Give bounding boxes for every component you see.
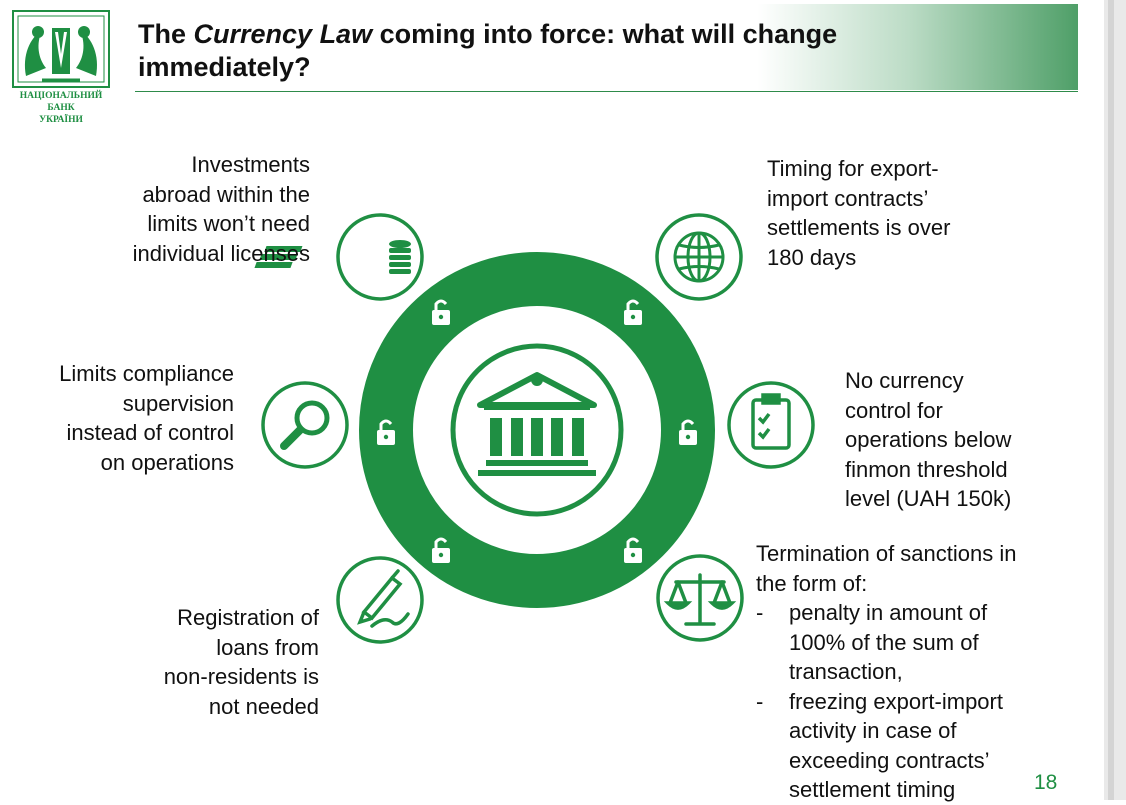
bullet-line: penalty in amount of — [789, 600, 988, 625]
checklist-clipboard-icon — [751, 393, 791, 450]
limits-line: Limits compliance — [59, 361, 234, 386]
limits-icon-circle — [261, 381, 349, 469]
logo-caption: НАЦІОНАЛЬНИЙ БАНК УКРАЇНИ — [2, 90, 120, 126]
open-padlock-icon — [432, 299, 450, 325]
open-padlock-icon — [377, 419, 395, 445]
sanctions-intro-line: the form of: — [756, 570, 868, 596]
investments-line: Investments — [191, 152, 310, 177]
investments-line: abroad within the — [142, 181, 310, 207]
pen-signature-icon — [357, 569, 410, 628]
no-control-line: control for — [845, 397, 943, 423]
bullet-line: activity in case of — [789, 718, 957, 743]
no-control-line: finmon threshold — [845, 456, 1008, 482]
registration-line: not needed — [208, 693, 319, 719]
registration-icon-circle — [336, 556, 424, 644]
no-control-line: operations below — [845, 427, 1012, 452]
limits-line: on operations — [100, 449, 234, 475]
bullet-line: freezing export-import — [789, 688, 1003, 714]
bullet-dash: - — [756, 688, 764, 714]
page-title: The Currency Law coming into force: what… — [138, 18, 918, 84]
investments-icon-circle — [336, 213, 424, 301]
registration-line: loans from — [216, 634, 319, 660]
money-stack-icon — [254, 240, 411, 274]
timing-line: 180 days — [767, 244, 857, 270]
timing-line: import contracts’ — [767, 185, 929, 211]
bullet-line: settlement timing — [789, 777, 956, 802]
title-text-end: coming into force: what will change imme… — [138, 19, 838, 82]
timing-line: Timing for export- — [767, 156, 939, 181]
sanctions-list: - penalty in amount of 100% of the sum o… — [756, 598, 1076, 805]
nbu-logo-emblem — [12, 10, 110, 88]
open-padlock-icon — [624, 537, 642, 563]
limits-line: instead of control — [66, 420, 234, 445]
limits-line: supervision — [122, 390, 234, 416]
scrollbar-track[interactable] — [1108, 0, 1114, 800]
ring-locks — [377, 299, 697, 563]
registration-text: Registration of loans from non-residents… — [100, 603, 319, 721]
logo-line-2: БАНК — [47, 103, 75, 113]
page-number: 18 — [1034, 771, 1058, 794]
open-padlock-icon — [679, 419, 697, 445]
scales-icon — [663, 573, 737, 626]
registration-line: non-residents is — [163, 664, 319, 689]
timing-line: settlements is over — [767, 215, 951, 240]
no-control-line: level (UAH 150k) — [845, 486, 1012, 511]
bullet-line: transaction, — [789, 659, 903, 684]
registration-line: Registration of — [177, 605, 319, 630]
sanctions-bullet: - penalty in amount of 100% of the sum o… — [756, 598, 1076, 687]
title-italic-text: Currency Law — [193, 19, 373, 49]
sanctions-text: Termination of sanctions in the form of:… — [756, 539, 1076, 805]
magnifier-icon — [280, 400, 330, 450]
header-gradient-band — [135, 4, 1078, 90]
header-divider — [135, 91, 1078, 92]
logo-line-1: НАЦІОНАЛЬНИЙ — [19, 91, 103, 101]
timing-text: Timing for export- import contracts’ set… — [767, 154, 1047, 272]
open-padlock-icon — [624, 299, 642, 325]
title-text: The — [138, 19, 194, 49]
logo-line-3: УКРАЇНИ — [39, 115, 83, 125]
vertical-scrollbar[interactable] — [1104, 0, 1126, 800]
bullet-line: 100% of the sum of — [789, 629, 979, 655]
limits-text: Limits compliance supervision instead of… — [20, 359, 234, 477]
sanctions-intro-line: Termination of sanctions in — [756, 541, 1017, 566]
no-control-text: No currency control for operations below… — [845, 366, 1095, 514]
investments-text: Investments abroad within the limits won… — [60, 150, 310, 268]
investments-line: individual licenses — [132, 240, 310, 266]
no-control-line: No currency — [845, 368, 964, 393]
bank-building-icon — [477, 372, 597, 476]
open-padlock-icon — [432, 537, 450, 563]
investments-line: limits won’t need — [147, 211, 310, 236]
globe-icon — [673, 231, 725, 283]
no-control-icon-circle — [727, 381, 815, 469]
bullet-line: exceeding contracts’ — [789, 747, 990, 773]
bullet-dash: - — [756, 600, 764, 625]
sanctions-bullet: - freezing export-import activity in cas… — [756, 687, 1076, 805]
